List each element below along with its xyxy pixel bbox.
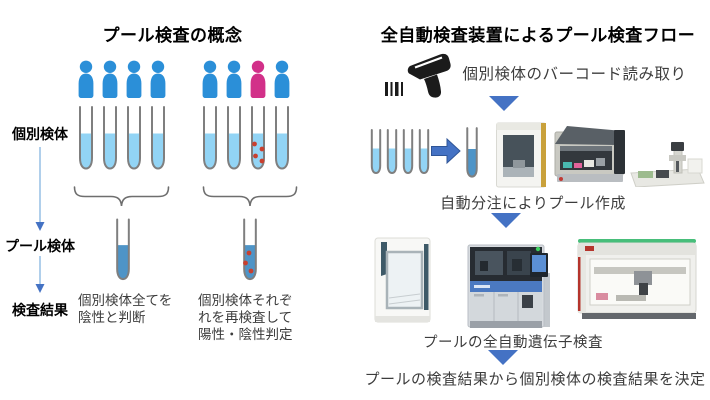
triangle-down-icon bbox=[491, 213, 521, 228]
test-tube-icon bbox=[401, 128, 415, 176]
step-label-barcode: 個別検体のバーコード読み取り bbox=[462, 66, 687, 83]
result-text-positive: 個別検体それぞ れを再検査して 陽性・陰性判定 bbox=[198, 293, 293, 342]
person-icon-infected bbox=[248, 59, 268, 99]
virus-dots bbox=[252, 141, 265, 164]
machine-photo-sample-dispenser-cabinet bbox=[496, 122, 546, 188]
person-icon bbox=[124, 59, 144, 99]
test-tube-icon bbox=[385, 128, 399, 176]
left-panel-title: プール検査の概念 bbox=[102, 26, 243, 45]
person-icon bbox=[224, 59, 244, 99]
test-tube-icon bbox=[369, 128, 383, 176]
step-label-pooling: 自動分注によりプール作成 bbox=[440, 195, 626, 212]
flow-arrow-down bbox=[35, 147, 45, 231]
machine-photo-gene-testing-robot bbox=[577, 239, 697, 319]
pooled-tube-icon bbox=[113, 218, 133, 282]
person-icon bbox=[272, 59, 292, 99]
test-tube-icon bbox=[148, 105, 168, 172]
person-icon bbox=[148, 59, 168, 99]
step-label-determine-results: プールの検査結果から個別検体の検査結果を決定 bbox=[364, 371, 706, 388]
rail-label-pool: プール検体 bbox=[5, 238, 75, 254]
rail-label-individual: 個別検体 bbox=[12, 126, 68, 142]
rail-label-result: 検査結果 bbox=[12, 302, 68, 318]
machine-photo-liquid-handling-robot bbox=[554, 126, 625, 182]
machine-photo-pcr-analyzer bbox=[467, 244, 550, 328]
test-tube-icon bbox=[124, 105, 144, 172]
person-icon bbox=[76, 59, 96, 99]
test-tube-icon bbox=[100, 105, 120, 172]
test-tube-icon bbox=[76, 105, 96, 172]
arrow-right-icon bbox=[431, 137, 461, 165]
test-tube-icon bbox=[272, 105, 292, 172]
flow-arrow-down bbox=[35, 256, 45, 293]
test-tube-icon bbox=[224, 105, 244, 172]
pooled-tube-icon bbox=[463, 127, 481, 179]
triangle-down-icon bbox=[489, 96, 519, 111]
person-icon bbox=[200, 59, 220, 99]
barcode-scanner-icon bbox=[385, 53, 451, 98]
test-tube-icon bbox=[417, 128, 431, 176]
triangle-down-icon bbox=[488, 350, 518, 365]
step-label-gene-testing: プールの全自動遺伝子検査 bbox=[423, 335, 603, 351]
curly-brace-down bbox=[73, 186, 170, 208]
curly-brace-down bbox=[202, 186, 298, 208]
right-panel-title: 全自動検査装置によるプール検査フロー bbox=[380, 26, 696, 45]
virus-dots bbox=[243, 250, 254, 274]
test-tube-icon bbox=[200, 105, 220, 172]
result-text-negative: 個別検体全てを 陰性と判断 bbox=[78, 293, 173, 325]
person-icon bbox=[100, 59, 120, 99]
machine-photo-extraction-cabinet bbox=[374, 237, 431, 323]
machine-photo-pipetting-robot bbox=[630, 142, 705, 187]
